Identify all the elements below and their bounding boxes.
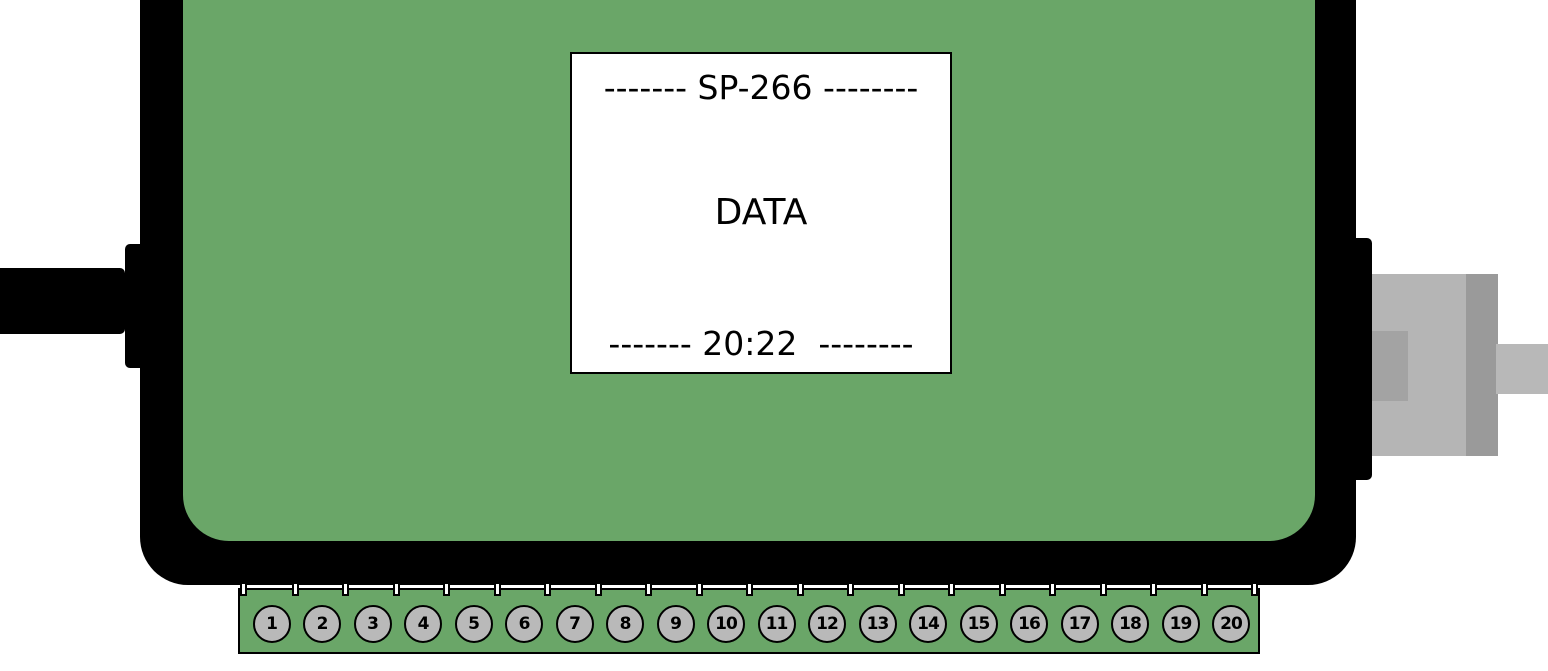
terminal-slot: [897, 584, 905, 596]
right-connector-inset: [1372, 331, 1408, 401]
terminal-slot: [291, 584, 299, 596]
terminal-3: 3: [353, 605, 392, 643]
terminal-8: 8: [606, 605, 644, 643]
terminal-slot: [1251, 584, 1258, 596]
terminal-slot: [240, 584, 247, 596]
display-header-line: ------- SP-266 --------: [603, 67, 919, 107]
terminal-slot: [746, 584, 753, 596]
terminal-16: 16: [1010, 605, 1048, 643]
terminal-slot: [1200, 584, 1208, 596]
terminal-14: 14: [909, 605, 947, 643]
right-connector-pin: [1496, 344, 1548, 394]
terminal-slot: [796, 584, 804, 596]
terminal-slot: [443, 584, 450, 596]
terminal-2: 2: [303, 605, 341, 643]
terminal-slot: [948, 584, 955, 596]
terminal-15: 15: [959, 605, 998, 643]
lcd-display: ------- SP-266 -------- DATA ------- 20:…: [570, 52, 952, 374]
right-connector-collar: [1352, 238, 1372, 480]
terminal-slot: [1099, 584, 1107, 596]
terminal-slot: [998, 584, 1006, 596]
terminal-18: 18: [1111, 605, 1149, 643]
terminal-12: 12: [808, 605, 846, 643]
right-connector-band: [1466, 274, 1498, 456]
left-cable: [0, 268, 125, 334]
terminal-slot: [544, 584, 551, 596]
terminal-13: 13: [858, 605, 897, 643]
terminal-10: 10: [707, 605, 745, 643]
terminal-19: 19: [1161, 605, 1200, 643]
terminal-slot: [342, 584, 349, 596]
terminal-4: 4: [404, 605, 442, 643]
terminal-slot: [493, 584, 501, 596]
terminal-7: 7: [555, 605, 594, 643]
terminal-slot: [847, 584, 854, 596]
terminal-slot: [594, 584, 602, 596]
display-data-line: DATA: [714, 191, 808, 233]
terminal-slot: [1150, 584, 1157, 596]
terminal-6: 6: [505, 605, 543, 643]
terminal-17: 17: [1060, 605, 1099, 643]
display-time-line: ------- 20:22 --------: [608, 323, 914, 363]
terminal-9: 9: [656, 605, 695, 643]
terminal-slot: [695, 584, 703, 596]
left-cable-collar: [125, 244, 143, 368]
terminal-20: 20: [1212, 605, 1250, 643]
terminal-slot: [645, 584, 652, 596]
terminal-slot: [1049, 584, 1056, 596]
terminal-5: 5: [454, 605, 493, 643]
terminal-slot: [392, 584, 400, 596]
terminal-1: 1: [252, 605, 291, 643]
terminal-11: 11: [757, 605, 796, 643]
